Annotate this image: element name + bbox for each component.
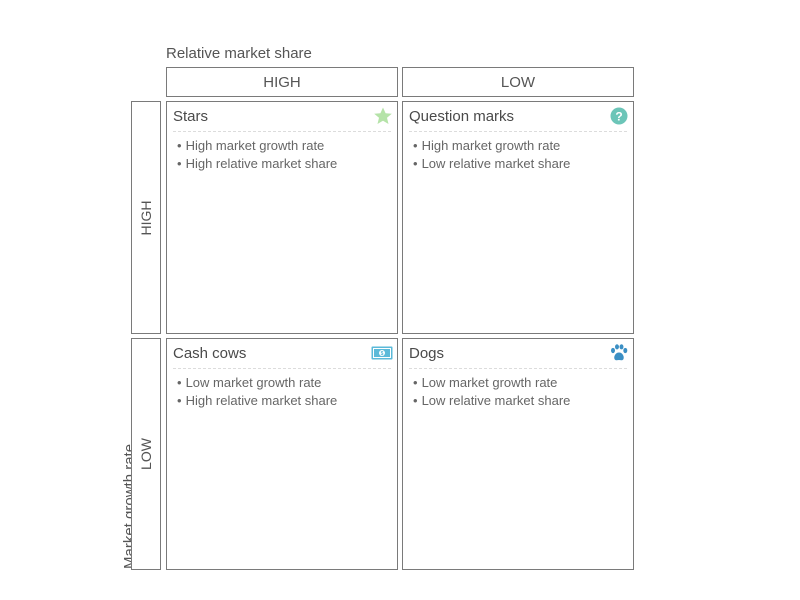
column-header-high: HIGH <box>166 67 398 97</box>
quadrant-title: Cash cows <box>173 345 247 362</box>
paw-icon <box>611 344 628 361</box>
list-item: Low market growth rate <box>177 374 337 392</box>
column-header-low-label: LOW <box>500 73 536 91</box>
column-header-low: LOW <box>402 67 634 97</box>
row-header-high: HIGH <box>131 101 161 334</box>
quadrant-title: Question marks <box>409 108 515 125</box>
row-header-low: LOW <box>131 338 161 570</box>
quadrant-divider <box>409 368 627 369</box>
quadrant-stars: Stars High market growth rate High relat… <box>166 101 398 334</box>
quadrant-divider <box>409 131 627 132</box>
quadrant-cash-cows: Cash cows $ Low market growth rate High … <box>166 338 398 570</box>
quadrant-question-marks: Question marks ? High market growth rate… <box>402 101 634 334</box>
quadrant-title: Dogs <box>409 345 445 362</box>
svg-text:$: $ <box>381 351 384 357</box>
row-header-high-label: HIGH <box>138 200 154 235</box>
quadrant-list: Low market growth rate High relative mar… <box>177 374 338 410</box>
quadrant-title: Stars <box>173 108 209 125</box>
quadrant-list: High market growth rate Low relative mar… <box>413 137 571 173</box>
list-item: High market growth rate <box>177 137 337 155</box>
list-item: High relative market share <box>177 155 338 173</box>
column-header-high-label: HIGH <box>263 73 301 91</box>
quadrant-list: Low market growth rate Low relative mark… <box>413 374 571 410</box>
list-item: Low relative market share <box>413 155 571 173</box>
star-icon <box>374 107 392 124</box>
list-item: Low market growth rate <box>413 374 570 392</box>
svg-text:?: ? <box>615 110 622 124</box>
list-item: High relative market share <box>177 392 338 410</box>
quadrant-divider <box>173 368 391 369</box>
x-axis-title: Relative market share <box>166 45 312 62</box>
question-icon: ? <box>610 107 628 125</box>
row-header-low-label: LOW <box>138 438 154 470</box>
quadrant-list: High market growth rate High relative ma… <box>177 137 338 173</box>
quadrant-divider <box>173 131 391 132</box>
list-item: Low relative market share <box>413 392 571 410</box>
money-icon: $ <box>371 346 393 360</box>
quadrant-dogs: Dogs Low market growth rate Low relative… <box>402 338 634 570</box>
list-item: High market growth rate <box>413 137 570 155</box>
